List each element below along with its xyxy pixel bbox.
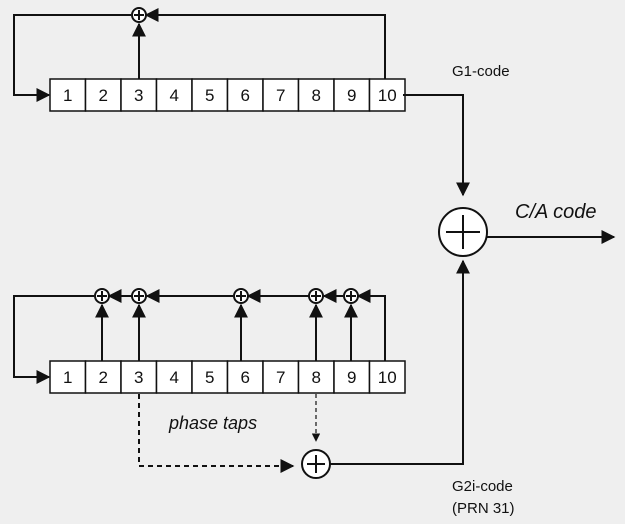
g2-cell-4 <box>155 360 193 394</box>
phase-xor-icon <box>301 449 331 479</box>
g2-cell-6 <box>226 360 264 394</box>
g2-cell-7 <box>262 360 300 394</box>
g1-cell-label-1: 1 <box>63 86 72 105</box>
g2-cell-label-10: 10 <box>378 368 397 387</box>
g2-tap-10-wire <box>356 289 386 361</box>
g1-cell-label-3: 3 <box>134 86 143 105</box>
g1-cell-2 <box>84 78 122 112</box>
g2-cell-label-9: 9 <box>347 368 356 387</box>
g2-cell-label-3: 3 <box>134 368 143 387</box>
ca-code-label: C/A code <box>515 201 597 223</box>
g1-cell-label-9: 9 <box>347 86 356 105</box>
g1-cell-label-8: 8 <box>312 86 321 105</box>
ca-code-xor-icon <box>438 207 488 257</box>
g1-shift-register-cells: 1 2 3 4 5 6 7 8 9 10 <box>49 78 406 112</box>
g2-cell-label-7: 7 <box>276 368 285 387</box>
g1-code-label: G1-code <box>452 63 510 80</box>
g1-cell-8 <box>297 78 335 112</box>
g1-output-wire <box>403 94 470 197</box>
g2-xor-3-icon <box>131 288 147 304</box>
g1-cell-label-4: 4 <box>170 86 179 105</box>
g1-cell-label-6: 6 <box>241 86 250 105</box>
g1-cell-label-5: 5 <box>205 86 214 105</box>
g1-feedback-wire <box>13 14 131 102</box>
g1-cell-10 <box>368 78 406 112</box>
g2-xor-6-icon <box>233 288 249 304</box>
g1-register: 1 2 3 4 5 6 7 8 9 10 G1-code <box>13 7 510 197</box>
g2-cell-10 <box>368 360 406 394</box>
g2-xor-2-icon <box>94 288 110 304</box>
g1-cell-label-10: 10 <box>378 86 397 105</box>
g1-xor-icon <box>131 7 147 23</box>
g2-shift-register-cells: 1 2 3 4 5 6 7 8 9 10 <box>49 360 406 394</box>
g2-register: 1 2 3 4 5 6 7 8 9 10 <box>13 259 515 517</box>
g2-cell-label-6: 6 <box>241 368 250 387</box>
phase-taps-label: phase taps <box>168 413 257 433</box>
g2-xor-9-icon <box>343 288 359 304</box>
prn-label: (PRN 31) <box>452 500 515 517</box>
g1-cell-9 <box>333 78 371 112</box>
g2-cell-label-4: 4 <box>170 368 179 387</box>
g2-cell-label-2: 2 <box>99 368 108 387</box>
g1-tap-10-wire <box>144 8 386 79</box>
g2-cell-1 <box>49 360 87 394</box>
g2i-output-wire <box>330 259 470 465</box>
g2i-code-label: G2i-code <box>452 478 513 495</box>
g1-cell-label-7: 7 <box>276 86 285 105</box>
g2-feedback-wire <box>13 295 94 384</box>
g2-cell-label-1: 1 <box>63 368 72 387</box>
g1-cell-label-2: 2 <box>99 86 108 105</box>
g2-cell-label-5: 5 <box>205 368 214 387</box>
g1-cell-5 <box>191 78 229 112</box>
g2-xor-8-icon <box>308 288 324 304</box>
g2-cell-label-8: 8 <box>312 368 321 387</box>
phase-tap-3-wire <box>138 394 295 473</box>
g1-cell-7 <box>262 78 300 112</box>
